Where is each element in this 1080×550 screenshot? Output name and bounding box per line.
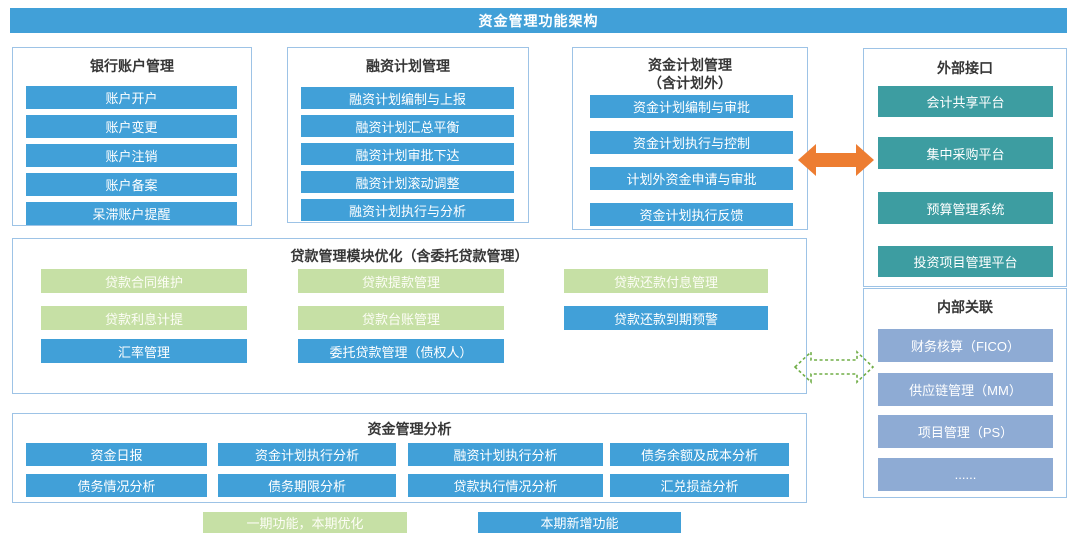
analysis-r2-c3: 贷款执行情况分析 — [408, 474, 603, 497]
analysis-r2-c2: 债务期限分析 — [218, 474, 396, 497]
loan-col3-item-2: 贷款还款到期预警 — [564, 306, 768, 330]
financing-item-1: 融资计划编制与上报 — [301, 87, 514, 109]
financing-item-4: 融资计划滚动调整 — [301, 171, 514, 193]
fund-plan-item-3: 计划外资金申请与审批 — [590, 167, 793, 190]
external-item-4: 投资项目管理平台 — [878, 246, 1053, 277]
panel-external-interface-title: 外部接口 — [937, 60, 993, 76]
fund-plan-item-1: 资金计划编制与审批 — [590, 95, 793, 118]
analysis-r1-c4: 债务余额及成本分析 — [610, 443, 789, 466]
analysis-r1-c2: 资金计划执行分析 — [218, 443, 396, 466]
bank-item-3: 账户注销 — [26, 144, 237, 167]
green-dashed-bidirectional-arrow-icon — [793, 350, 875, 384]
diagram-title-bar: 资金管理功能架构 — [10, 8, 1067, 33]
financing-item-2: 融资计划汇总平衡 — [301, 115, 514, 137]
loan-col2-item-1: 贷款提款管理 — [298, 269, 504, 293]
internal-item-3: 项目管理（PS） — [878, 415, 1053, 448]
external-item-2: 集中采购平台 — [878, 137, 1053, 169]
loan-col1-item-1: 贷款合同维护 — [41, 269, 247, 293]
external-item-3: 预算管理系统 — [878, 192, 1053, 224]
panel-loan-management-title: 贷款管理模块优化（含委托贷款管理） — [290, 248, 529, 264]
panel-internal-link-title: 内部关联 — [937, 299, 993, 315]
bank-item-1: 账户开户 — [26, 86, 237, 109]
panel-bank-account-title: 银行账户管理 — [90, 58, 174, 74]
fund-plan-item-4: 资金计划执行反馈 — [590, 203, 793, 226]
loan-col3-item-1: 贷款还款付息管理 — [564, 269, 768, 293]
analysis-r2-c1: 债务情况分析 — [26, 474, 207, 497]
internal-item-1: 财务核算（FICO） — [878, 329, 1053, 362]
panel-external-interface: 外部接口 会计共享平台 集中采购平台 预算管理系统 投资项目管理平台 — [863, 48, 1067, 287]
panel-fund-analysis: 资金管理分析 资金日报 资金计划执行分析 融资计划执行分析 债务余额及成本分析 … — [12, 413, 807, 503]
loan-col1-item-3: 汇率管理 — [41, 339, 247, 363]
loan-col2-item-3: 委托贷款管理（债权人） — [298, 339, 504, 363]
external-item-1: 会计共享平台 — [878, 86, 1053, 117]
legend-new: 本期新增功能 — [478, 512, 681, 533]
diagram-title: 资金管理功能架构 — [478, 12, 599, 29]
panel-financing-plan-title: 融资计划管理 — [366, 58, 450, 74]
bank-item-2: 账户变更 — [26, 115, 237, 138]
panel-bank-account: 银行账户管理 账户开户 账户变更 账户注销 账户备案 呆滞账户提醒 — [12, 47, 252, 226]
panel-loan-management: 贷款管理模块优化（含委托贷款管理） 贷款合同维护 贷款利息计提 汇率管理 贷款提… — [12, 238, 807, 394]
loan-col1-item-2: 贷款利息计提 — [41, 306, 247, 330]
legend-optimized: 一期功能，本期优化 — [203, 512, 407, 533]
loan-col2-item-2: 贷款台账管理 — [298, 306, 504, 330]
analysis-r2-c4: 汇兑损益分析 — [610, 474, 789, 497]
panel-internal-link: 内部关联 财务核算（FICO） 供应链管理（MM） 项目管理（PS） .....… — [863, 288, 1067, 498]
financing-item-3: 融资计划审批下达 — [301, 143, 514, 165]
panel-fund-plan: 资金计划管理 （含计划外） 资金计划编制与审批 资金计划执行与控制 计划外资金申… — [572, 47, 808, 230]
bank-item-4: 账户备案 — [26, 173, 237, 196]
bank-item-5: 呆滞账户提醒 — [26, 202, 237, 225]
internal-item-2: 供应链管理（MM） — [878, 373, 1053, 406]
internal-item-4: ...... — [878, 458, 1053, 491]
analysis-r1-c3: 融资计划执行分析 — [408, 443, 603, 466]
panel-fund-plan-title-line1: 资金计划管理 — [648, 57, 732, 73]
financing-item-5: 融资计划执行与分析 — [301, 199, 514, 221]
panel-financing-plan: 融资计划管理 融资计划编制与上报 融资计划汇总平衡 融资计划审批下达 融资计划滚… — [287, 47, 529, 223]
fund-plan-item-2: 资金计划执行与控制 — [590, 131, 793, 154]
orange-bidirectional-arrow-icon — [798, 144, 874, 176]
panel-fund-analysis-title: 资金管理分析 — [367, 421, 452, 437]
analysis-r1-c1: 资金日报 — [26, 443, 207, 466]
panel-fund-plan-title-line2: （含计划外） — [648, 75, 732, 91]
